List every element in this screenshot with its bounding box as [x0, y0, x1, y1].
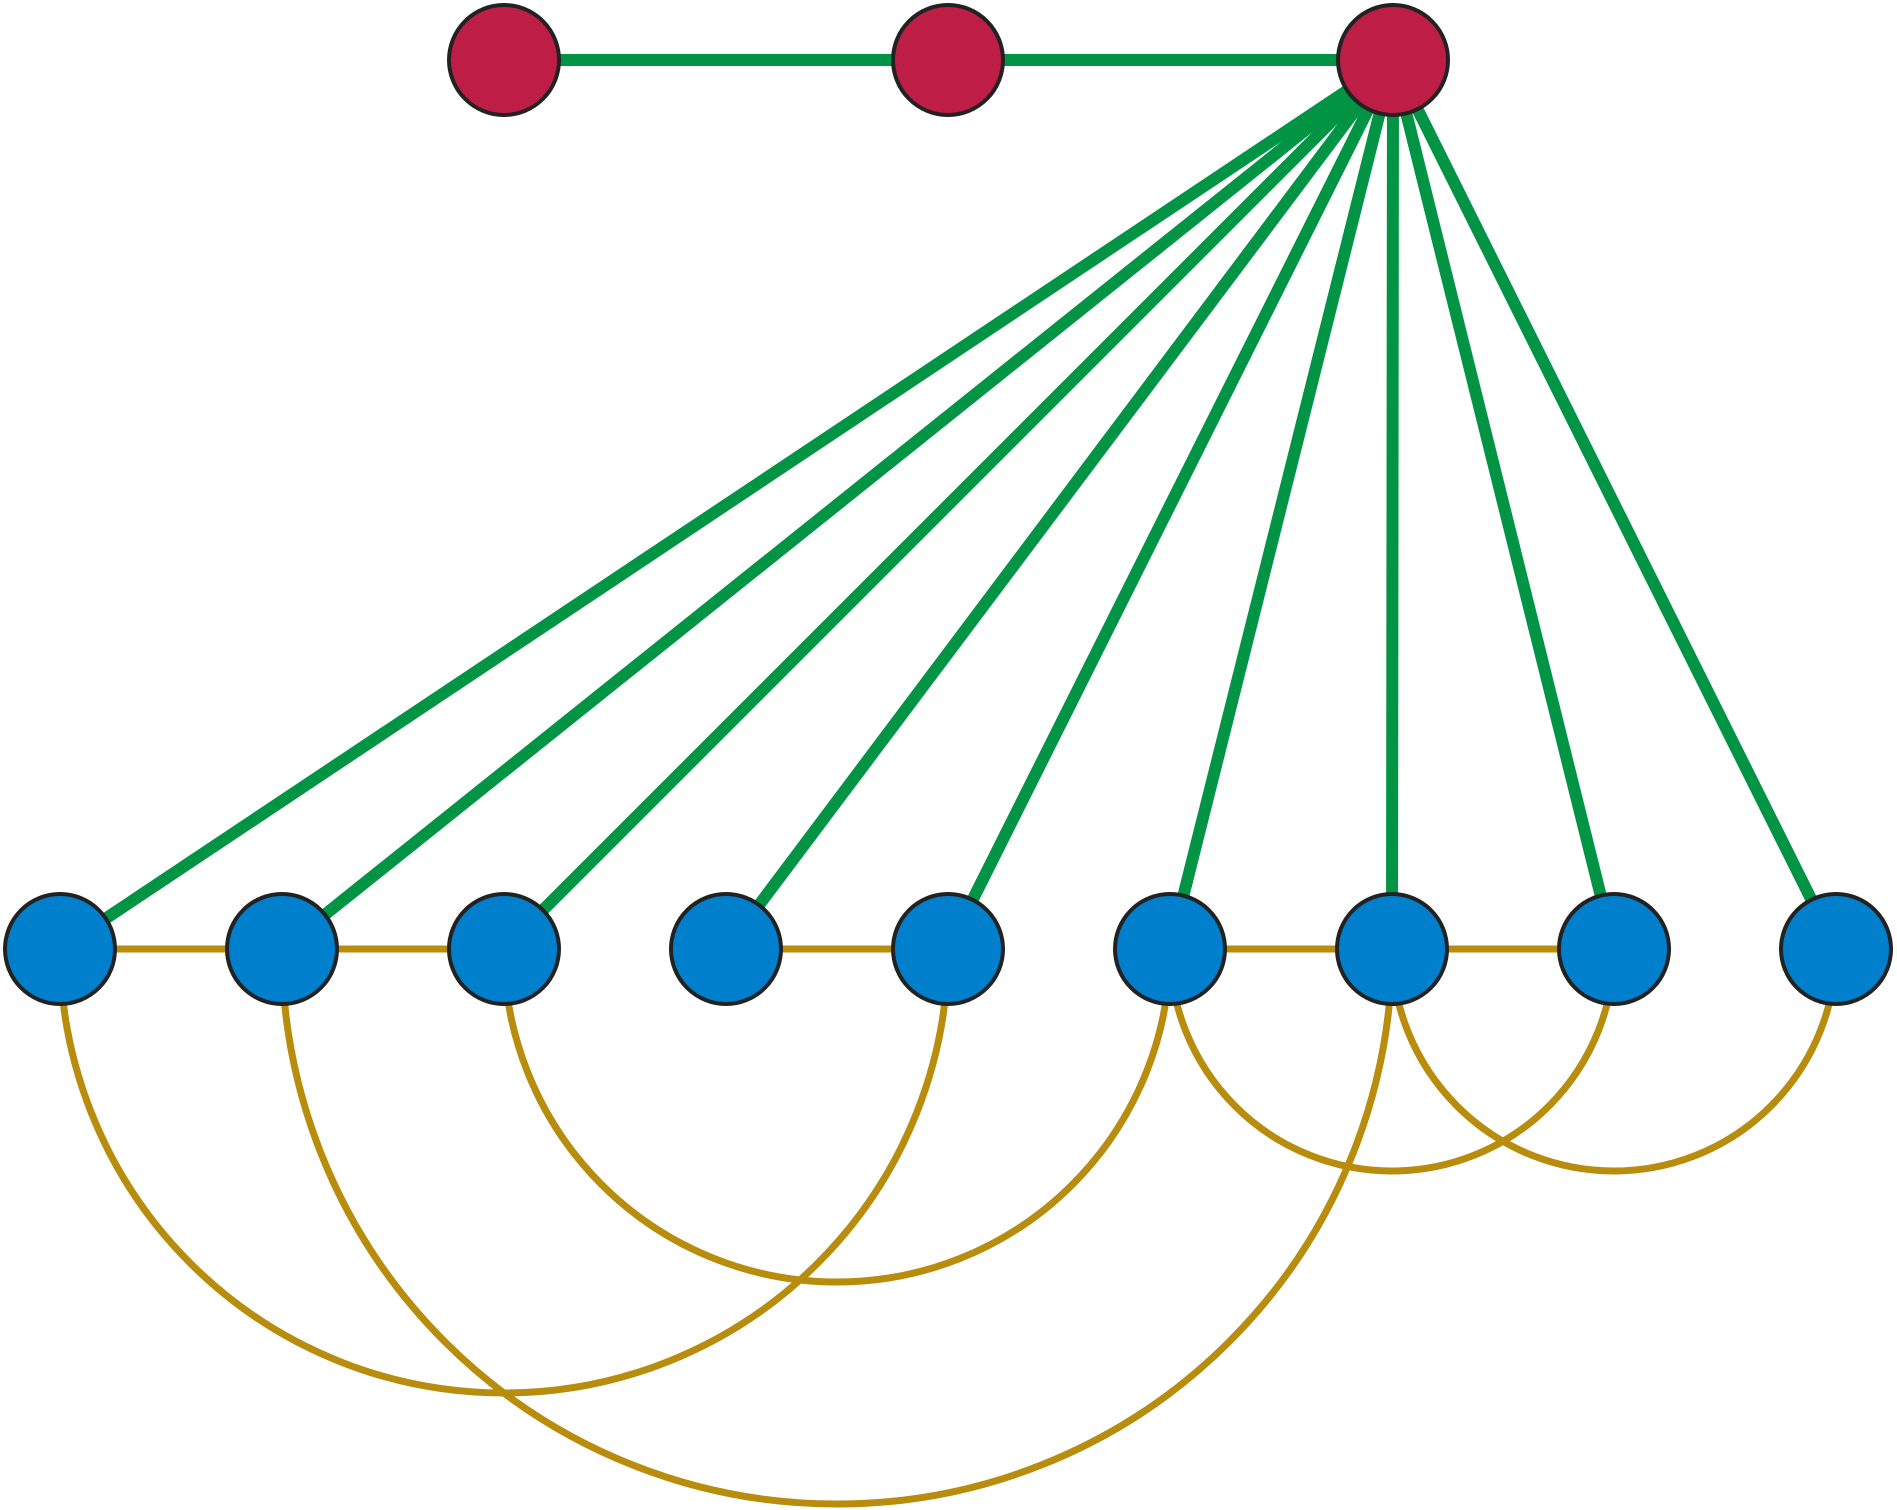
node-top-3: [1336, 3, 1450, 117]
node-b5: [891, 892, 1005, 1006]
edge-top-3-b5: [942, 57, 1399, 952]
arc-b1-b5: [56, 948, 952, 1397]
arc-b2-b7: [278, 948, 1396, 1508]
arc-b6-b8: [1166, 948, 1618, 1175]
node-b7: [1335, 892, 1449, 1006]
edge-top-3-b9: [1387, 57, 1842, 952]
gold-edges-layer: [56, 945, 1840, 1508]
edge-top-3-b2: [278, 55, 1397, 954]
arc-b3-b6: [500, 948, 1174, 1286]
nodes-layer: [3, 3, 1893, 1006]
edge-top-3-b4: [721, 56, 1398, 953]
edge-top-3-b1: [56, 55, 1397, 954]
node-b3: [447, 892, 561, 1006]
edge-top-3-b6: [1164, 58, 1399, 951]
node-b4: [669, 892, 783, 1006]
node-b6: [1113, 892, 1227, 1006]
edge-top-3-b3: [499, 55, 1398, 954]
node-b9: [1779, 892, 1893, 1006]
green-edges-layer: [56, 54, 1842, 954]
node-b8: [1557, 892, 1671, 1006]
node-top-1: [447, 3, 561, 117]
node-b1: [3, 892, 117, 1006]
node-top-2: [891, 3, 1005, 117]
node-b2: [225, 892, 339, 1006]
arc-b7-b9: [1388, 948, 1840, 1175]
edge-top-3-b8: [1387, 58, 1620, 951]
edge-top-3-b7: [1386, 59, 1399, 950]
